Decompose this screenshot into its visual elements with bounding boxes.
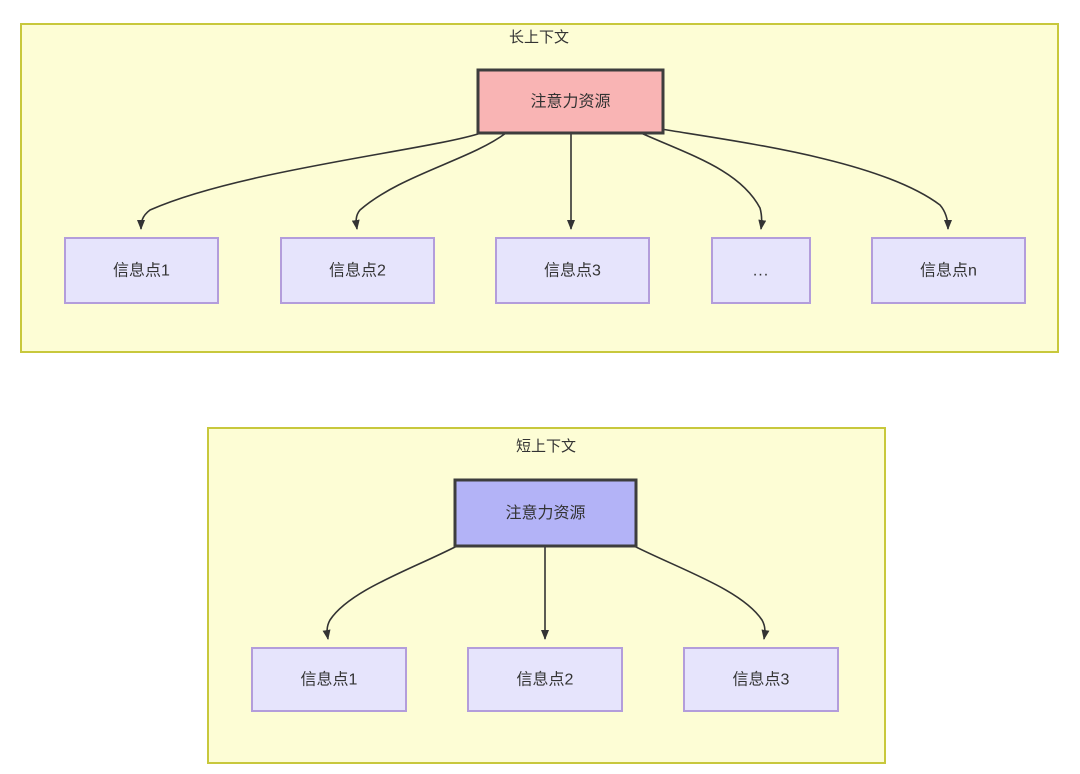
node-box[interactable] xyxy=(251,647,407,712)
node-info-point[interactable]: 信息点3 xyxy=(683,647,839,712)
nodes-info-points-short: 信息点1 信息点2 信息点3 xyxy=(251,647,839,712)
group-container-short-context xyxy=(207,427,886,764)
edge-arrow xyxy=(633,545,770,640)
node-attention-resource-long[interactable]: 注意力资源 xyxy=(476,68,665,135)
node-label: 信息点2 xyxy=(329,262,386,280)
node-label: 注意力资源 xyxy=(530,92,610,111)
node-info-point[interactable]: 信息点2 xyxy=(467,647,623,712)
node-label: ... xyxy=(753,263,769,280)
node-info-point[interactable]: ... xyxy=(711,237,811,304)
group-title-short-context: 短上下文 xyxy=(516,438,576,455)
edges-short-context xyxy=(322,545,770,640)
nodes-info-points-long: 信息点1 信息点2 信息点3... 信息点n xyxy=(64,237,1026,304)
node-label: 信息点1 xyxy=(113,262,170,280)
node-label: 信息点3 xyxy=(544,262,601,280)
node-box[interactable] xyxy=(453,478,638,548)
group-short-context: 短上下文 注意力资源 信息点1 信息点2 信息点3 xyxy=(207,427,886,764)
node-box[interactable] xyxy=(683,647,839,712)
node-box[interactable] xyxy=(495,237,650,304)
node-info-point[interactable]: 信息点3 xyxy=(495,237,650,304)
edges-long-context xyxy=(137,128,952,230)
group-long-context: 长上下文 注意力资源 信息点1 信息点2 信息点3... 信息点n xyxy=(20,23,1059,353)
node-label: 信息点1 xyxy=(301,671,358,689)
node-attention-resource-short[interactable]: 注意力资源 xyxy=(453,478,638,548)
node-info-point[interactable]: 信息点1 xyxy=(251,647,407,712)
node-box[interactable] xyxy=(871,237,1026,304)
node-box[interactable] xyxy=(467,647,623,712)
group-title-long-context: 长上下文 xyxy=(509,29,569,46)
node-label: 注意力资源 xyxy=(505,503,585,522)
node-label: 信息点n xyxy=(920,262,977,280)
node-box[interactable] xyxy=(64,237,219,304)
node-label: 信息点2 xyxy=(517,671,574,689)
node-info-point[interactable]: 信息点n xyxy=(871,237,1026,304)
node-info-point[interactable]: 信息点1 xyxy=(64,237,219,304)
edge-arrow xyxy=(137,132,482,230)
edge-arrow xyxy=(322,545,458,640)
node-label: 信息点3 xyxy=(733,671,790,689)
node-box[interactable] xyxy=(280,237,435,304)
edge-arrow xyxy=(640,132,767,230)
node-info-point[interactable]: 信息点2 xyxy=(280,237,435,304)
node-box[interactable] xyxy=(476,68,665,135)
edge-arrow xyxy=(351,132,507,230)
edge-arrow xyxy=(660,128,952,230)
node-box[interactable] xyxy=(711,237,811,304)
